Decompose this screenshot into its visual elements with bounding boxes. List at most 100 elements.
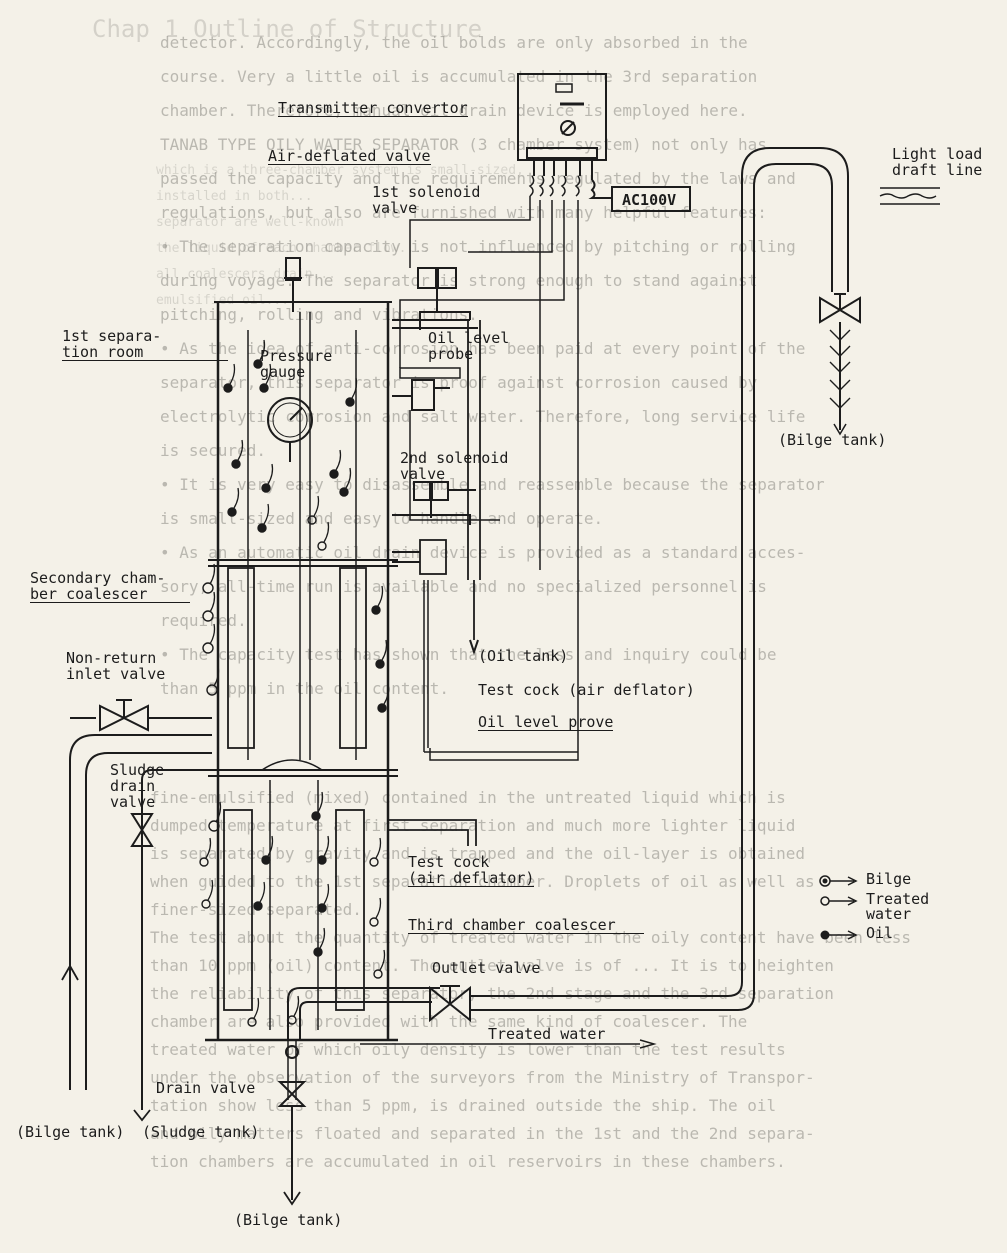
label-test-cock-upper: Test cock (air deflator) [478,681,695,699]
oil-flow-marker [339,487,349,497]
background-text-line: regulations, but also are furnished with… [160,203,767,222]
label-air-deflated-valve: Air-deflated valve [268,147,431,165]
background-text-line: The test about the quantity of treated w… [150,928,911,947]
label-solenoid-valve-1: 1st solenoid valve [372,183,481,217]
oil-arrow-icon [820,930,858,940]
bilge-flow-tail [215,801,222,823]
bilge-flow-marker [208,820,220,832]
label-drain-valve: Drain valve [156,1079,256,1097]
bilge-flow-tail [209,591,216,613]
water-flow-marker [199,857,209,867]
outlet-valve-shape [429,985,471,1023]
water-flow-tail [375,897,382,919]
transmitter-box [517,73,607,161]
background-text-line: during voyage. The separator is strong e… [160,271,758,290]
label-bilge-tank-left: (Bilge tank) [16,1123,125,1141]
background-text-line: is secured. [160,441,266,460]
oil-flow-tail [259,339,266,361]
ghost-title: Chap 1 Outline of Structure [92,15,483,43]
label-oil-level-probe: Oil level probe [428,329,510,363]
oil-flow-tail [233,487,240,509]
bilge-flow-marker [202,610,214,622]
oil-flow-tail [323,835,330,857]
background-text-line: emulsified oil... [156,293,290,308]
background-text-line: separator are well-known [156,215,344,230]
background-text-line: • The separation capacity is not influen… [160,237,796,256]
background-text-line: and oily matters floated and separated i… [150,1124,815,1143]
water-flow-tail [313,495,320,517]
background-text-line: which is a three-chamber system is small… [156,163,524,178]
label-transmitter-convertor: Transmitter convertor [278,99,468,117]
oil-flow-tail [381,639,388,661]
bilge-flow-marker [202,582,214,594]
oil-flow-marker [259,383,269,393]
oil-flow-marker [223,383,233,393]
background-text-line: installed in both... [156,189,313,204]
oil-flow-tail [319,927,326,949]
water-flow-tail [323,521,330,543]
label-secondary-chamber-coalescer: Secondary cham- ber coalescer [30,570,190,603]
transmitter-knob [560,120,576,136]
water-flow-marker [201,899,211,909]
solenoid-valve-1 [417,267,437,289]
oil-flow-marker [311,811,321,821]
secondary-coalescer-left [227,567,255,749]
background-text-line: is separated by gravity and is trapped a… [150,844,806,863]
oil-flow-tail [345,467,352,489]
background-text-line: than 10 ppm (oil) content. The outlet va… [150,956,834,975]
oil-flow-marker [329,469,339,479]
label-1st-separation-room: 1st separa- tion room [62,328,228,361]
oil-flow-marker [371,605,381,615]
background-text-line: tation show less than 5 ppm, is drained … [150,1096,777,1115]
background-text-line: • The capacity test has shown that the l… [160,645,777,664]
oil-flow-marker [227,507,237,517]
oil-level-probe [411,379,435,411]
oil-flow-tail [383,683,390,705]
legend-label-oil: Oil [866,924,894,942]
label-sludge-tank: (Sludge tank) [142,1123,260,1141]
water-flow-tail [375,837,382,859]
background-text-line: TANAB TYPE OILY WATER SEPARATOR (3 chamb… [160,135,767,154]
oil-flow-tail [267,835,274,857]
water-flow-tail [379,949,386,971]
oil-flow-tail [351,377,358,399]
water-flow-marker [317,541,327,551]
oil-flow-marker [261,483,271,493]
oil-flow-marker [253,901,263,911]
bilge-flow-tail [209,563,216,585]
oil-flow-tail [263,503,270,525]
solenoid-valve-2 [413,481,431,501]
water-flow-tail [207,879,214,901]
oil-flow-marker [313,947,323,957]
third-coalescer-right [335,809,365,1011]
oil-flow-tail [259,881,266,903]
background-text-line: required. [160,611,247,630]
oil-flow-tail [377,585,384,607]
background-text-line: fine-emulsified (mixed) contained in the… [150,788,786,807]
label-solenoid-valve-2: 2nd solenoid valve [400,449,509,483]
oil-flow-marker [261,855,271,865]
background-text-line: electrolytic corrosion and salt water. T… [160,407,806,426]
water-flow-marker [373,969,383,979]
label-ac100v: AC100V [622,191,677,209]
background-text-line: passed the capacity and the requirements… [160,169,796,188]
background-text-line: • As an automatic oil drain device is pr… [160,543,806,562]
oil-flow-marker [317,903,327,913]
oil-flow-marker [257,523,267,533]
oil-flow-marker [231,459,241,469]
label-non-return-inlet-valve: Non-return inlet valve [66,649,166,683]
legend-label-bilge: Bilge [866,870,912,888]
bilge-arrow-icon [819,875,858,887]
oil-flow-tail [335,449,342,471]
label-third-chamber-coalescer: Third chamber coalescer [408,917,644,934]
water-flow-marker [369,917,379,927]
water-flow-tail [293,995,300,1017]
bilge-flow-tail [213,665,220,687]
background-text-line: dumped temperature at first separation a… [150,816,796,835]
bilge-flow-marker [206,684,218,696]
label-test-cock-lower: Test cock (air deflator) [408,853,535,887]
label-oil-tank: (Oil tank) [478,647,569,665]
water-flow-marker [247,1017,257,1027]
label-bilge-tank-bottom: (Bilge tank) [234,1211,343,1229]
